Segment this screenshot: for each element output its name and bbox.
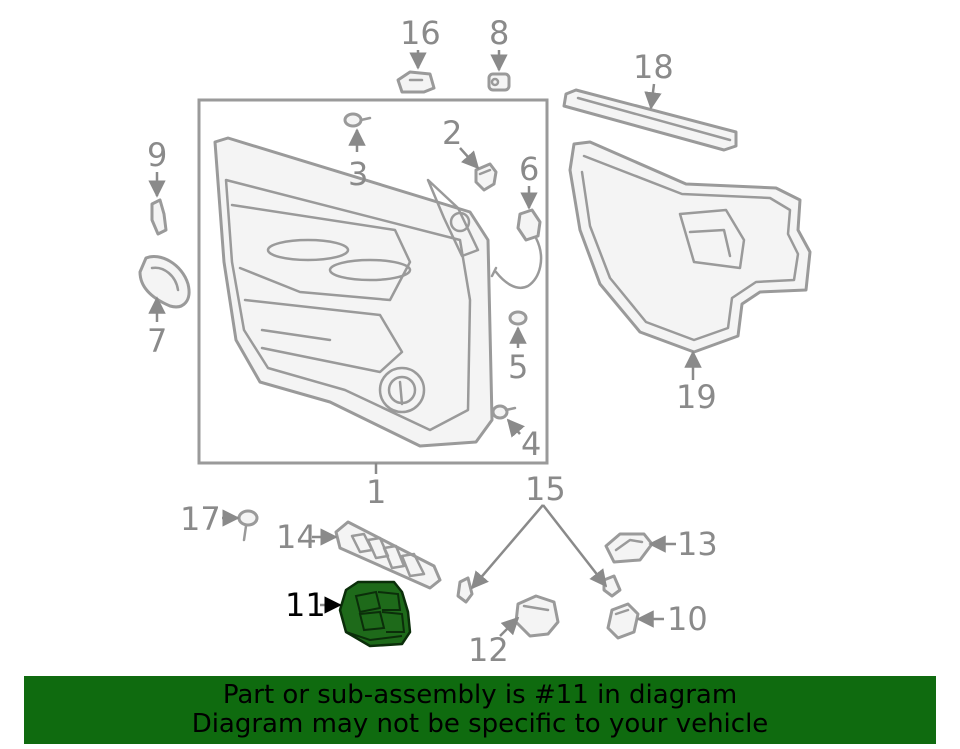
leader-2: [459, 147, 480, 170]
leader-15b: [542, 504, 608, 588]
callout-18: 18: [633, 48, 674, 86]
part-19-water-shield: [568, 140, 812, 354]
door-trim-panel-assembly: [197, 98, 549, 465]
part-10-switch: [606, 602, 640, 640]
part-3-screw: [343, 112, 372, 128]
part-13-switch: [604, 532, 654, 564]
callout-6: 6: [519, 150, 539, 188]
callout-3: 3: [348, 155, 368, 193]
part-2-clip: [474, 162, 498, 192]
leader-12: [499, 616, 520, 637]
callout-19: 19: [676, 378, 717, 416]
leader-4: [506, 418, 525, 438]
leader-18: [644, 83, 662, 110]
callout-8: 8: [489, 14, 509, 52]
info-banner: Part or sub-assembly is #11 in diagram D…: [24, 676, 936, 744]
part-14-switch-panel: [334, 520, 442, 590]
part-17-push-pin: [237, 509, 259, 542]
callout-2: 2: [442, 114, 462, 152]
part-16-cover: [396, 70, 436, 94]
callout-7: 7: [147, 322, 167, 360]
part-5-grommet: [508, 310, 528, 326]
callout-16: 16: [400, 14, 441, 52]
callout-17: 17: [180, 500, 221, 538]
callout-13: 13: [677, 525, 718, 563]
callout-11: 11: [285, 586, 326, 624]
part-11-master-switch[interactable]: [338, 580, 412, 648]
part-8-clip: [487, 72, 511, 92]
part-15-clips: [456, 574, 622, 604]
part-4-screw: [491, 404, 517, 420]
part-6-lamp: [490, 208, 543, 289]
callout-5: 5: [508, 348, 528, 386]
part-7-inner-handle: [138, 255, 191, 309]
part-9-bezel: [150, 198, 168, 236]
leader-15a: [470, 504, 544, 590]
callout-10: 10: [667, 600, 708, 638]
callout-15: 15: [525, 470, 566, 508]
callout-12: 12: [468, 631, 509, 669]
part-18-weatherstrip: [562, 88, 738, 152]
callout-1: 1: [366, 473, 386, 511]
callout-14: 14: [276, 518, 317, 556]
part-12-switch: [514, 594, 560, 638]
callout-9: 9: [147, 136, 167, 174]
callout-4: 4: [521, 425, 541, 463]
banner-line-2: Diagram may not be specific to your vehi…: [191, 709, 769, 739]
banner-line-1: Part or sub-assembly is #11 in diagram: [222, 680, 738, 710]
